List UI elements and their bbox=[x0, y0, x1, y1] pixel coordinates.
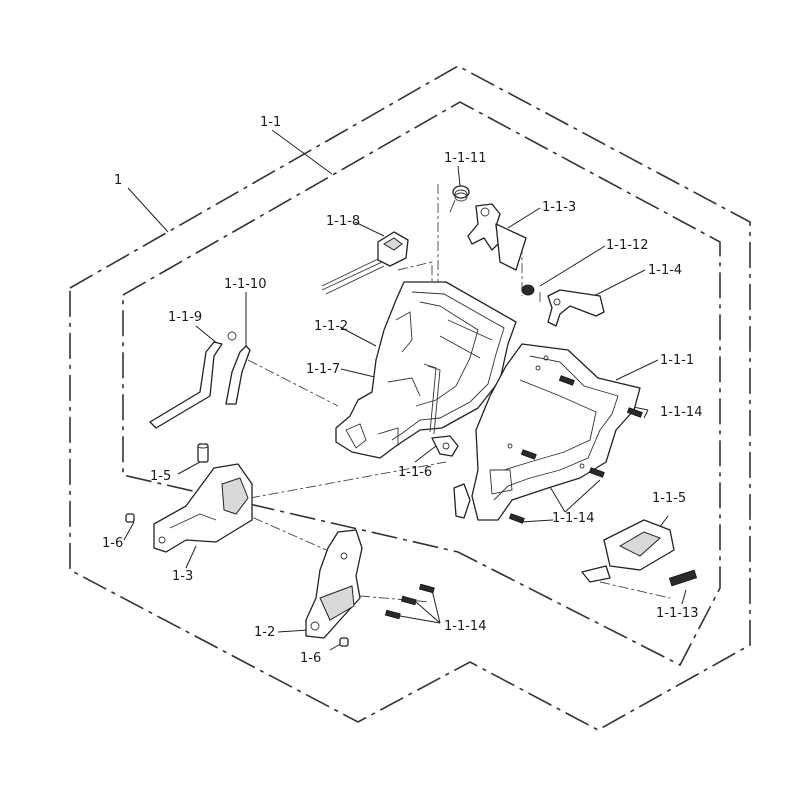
part-1-1-10-wire bbox=[225, 345, 251, 405]
part-1-1-9-wire bbox=[149, 331, 237, 429]
label-1-1: 1-1 bbox=[260, 115, 281, 130]
label-1-6-b: 1-6 bbox=[300, 651, 321, 666]
label-1-1-14-c: 1-1-14 bbox=[444, 619, 486, 634]
part-1-1-6-bracket bbox=[431, 435, 459, 457]
label-1-1-11: 1-1-11 bbox=[444, 151, 486, 166]
part-1-3-bracket bbox=[153, 463, 253, 553]
label-1-1-7: 1-1-7 bbox=[306, 362, 340, 377]
label-1-1-14-b: 1-1-14 bbox=[552, 511, 594, 526]
label-1-1-6: 1-1-6 bbox=[398, 465, 432, 480]
part-1-1-2-housing bbox=[335, 281, 517, 459]
screws-1-6 bbox=[125, 513, 349, 647]
label-1-6-a: 1-6 bbox=[102, 536, 123, 551]
part-1-1-11-spring bbox=[449, 185, 470, 213]
label-1-1-4: 1-1-4 bbox=[648, 263, 682, 278]
part-1-2-bracket bbox=[305, 529, 363, 639]
part-1-1-13-spring bbox=[668, 569, 698, 587]
part-1-5-pin bbox=[197, 443, 209, 463]
part-1-1-3-lever bbox=[467, 203, 527, 271]
label-1-3: 1-3 bbox=[172, 569, 193, 584]
screws-1-1-14-lower bbox=[384, 583, 435, 620]
part-number-labels: 1 1-1 1-1-11 1-1-3 1-1-12 1-1-4 1-1-8 1-… bbox=[102, 115, 702, 666]
label-1-1-1: 1-1-1 bbox=[660, 353, 694, 368]
label-1-1-2: 1-1-2 bbox=[314, 319, 348, 334]
part-1-1-12-spring bbox=[521, 284, 535, 296]
assembly-1-boundary bbox=[69, 65, 751, 731]
part-1-1-8-switch bbox=[321, 231, 409, 295]
label-1-1-10: 1-1-10 bbox=[224, 277, 266, 292]
label-1-1-13: 1-1-13 bbox=[656, 606, 698, 621]
label-1-2: 1-2 bbox=[254, 625, 275, 640]
label-1-1-14-a: 1-1-14 bbox=[660, 405, 702, 420]
part-1-1-5-button bbox=[581, 519, 675, 583]
label-1-1-12: 1-1-12 bbox=[606, 238, 648, 253]
label-1-1-9: 1-1-9 bbox=[168, 310, 202, 325]
part-1-1-1-housing bbox=[453, 343, 641, 521]
assembly-1-1-boundary bbox=[122, 101, 721, 667]
label-1-5: 1-5 bbox=[150, 469, 171, 484]
part-1-1-7-rod bbox=[423, 363, 441, 435]
label-1-1-5: 1-1-5 bbox=[652, 491, 686, 506]
label-1-1-3: 1-1-3 bbox=[542, 200, 576, 215]
screws-1-1-14-upper bbox=[508, 375, 643, 524]
label-1-1-8: 1-1-8 bbox=[326, 214, 360, 229]
part-1-1-4-trigger bbox=[547, 289, 605, 327]
label-1: 1 bbox=[114, 173, 122, 188]
